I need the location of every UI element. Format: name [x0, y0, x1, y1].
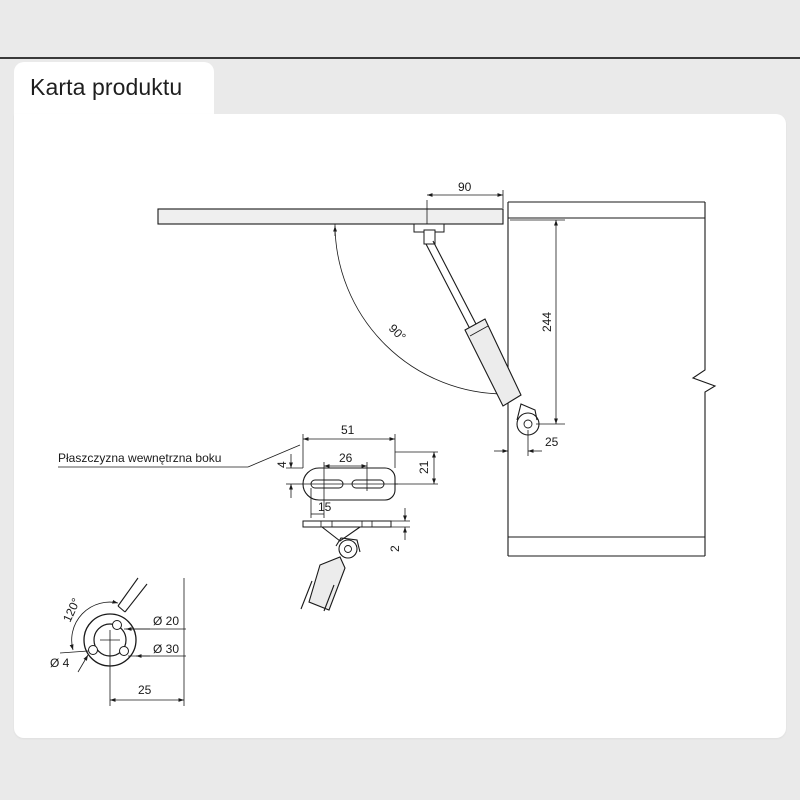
dim-offset-bottom: 25: [494, 430, 559, 456]
dim-21-label: 21: [417, 460, 431, 474]
callout-label: Płaszczyzna wewnętrzna boku: [58, 451, 221, 465]
mounting-plate-detail: Płaszczyzna wewnętrzna boku 51 26 21 4: [58, 423, 438, 612]
dim-height: 244: [510, 219, 565, 425]
diam-30-label: Ø 30: [153, 642, 179, 656]
dim-4-label: 4: [275, 461, 289, 468]
page-title: Karta produktu: [30, 74, 183, 100]
diam-4-label: Ø 4: [50, 656, 70, 670]
angle-arc: 90°: [333, 224, 506, 396]
dim-2-label: 2: [388, 545, 402, 552]
lid-board: [157, 208, 504, 225]
dim-90-label: 90: [458, 180, 472, 194]
product-card-tab[interactable]: [14, 62, 214, 122]
angle-label: 90°: [386, 321, 409, 344]
pivot-detail: 120° Ø 20 Ø 30 Ø 4 25: [50, 577, 186, 706]
dim-26-label: 26: [339, 451, 353, 465]
dim-15-label: 15: [318, 500, 332, 514]
angle-120-label: 120°: [60, 596, 83, 625]
cabinet-side: [507, 201, 717, 557]
diam-20-label: Ø 20: [153, 614, 179, 628]
dim-51-label: 51: [341, 423, 355, 437]
gas-spring: [413, 223, 540, 436]
dim-244-label: 244: [540, 312, 554, 332]
top-divider: [0, 57, 800, 59]
dim-25-detail-label: 25: [138, 683, 152, 697]
dim-25-label: 25: [545, 435, 559, 449]
dim-lid-offset: 90: [426, 180, 504, 224]
